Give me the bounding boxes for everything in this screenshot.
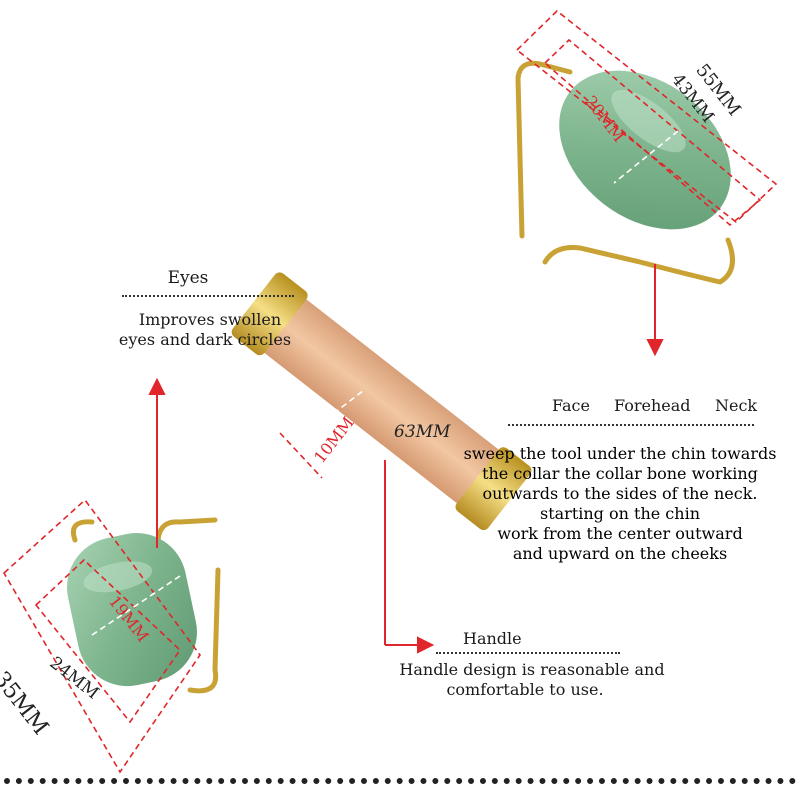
handle-divider <box>436 652 620 654</box>
face-line-5: work from the center outward <box>497 524 743 543</box>
face-line-2: the collar the collar bone working <box>482 464 758 483</box>
top-frame-wire <box>515 60 573 239</box>
eyes-title: Eyes <box>167 268 209 288</box>
center-dash-lines <box>91 130 679 636</box>
bottom-border <box>4 778 796 784</box>
handle-description-line2: comfortable to use. <box>446 680 604 699</box>
face-line-1: sweep the tool under the chin towards <box>463 444 777 463</box>
face-divider <box>508 424 754 426</box>
bottom-frame-wire-lower <box>70 519 221 694</box>
handle-title: Handle <box>463 629 522 648</box>
neck-title: Neck <box>715 396 758 415</box>
handle-description-line1: Handle design is reasonable and <box>399 660 665 679</box>
face-line-4: starting on the chin <box>539 504 700 523</box>
eyes-divider <box>122 295 294 297</box>
dimension-lines <box>2 9 778 774</box>
eyes-description-line2: eyes and dark circles <box>118 330 292 349</box>
annotation-arrows <box>148 264 664 654</box>
face-description: sweep the tool under the chin towards th… <box>440 444 800 564</box>
wooden-handle <box>231 272 532 531</box>
face-line-6: and upward on the cheeks <box>512 544 728 563</box>
forehead-title: Forehead <box>614 396 691 415</box>
face-title: Face <box>552 396 590 415</box>
eyes-description-line1: Improves swollen <box>138 310 282 329</box>
small-jade-stone <box>66 533 197 687</box>
face-line-3: outwards to the sides of the neck. <box>482 484 758 503</box>
dimension-handle-length: 63MM <box>394 422 451 442</box>
bottom-frame-wire <box>155 517 218 543</box>
top-frame-wire-lower <box>542 237 735 285</box>
